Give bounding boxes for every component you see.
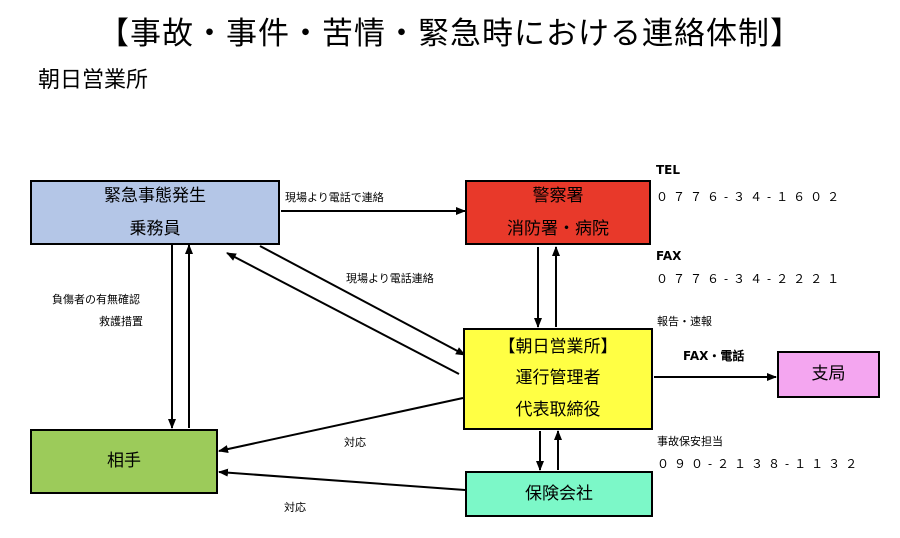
label-report: 報告・速報	[657, 315, 712, 328]
office-node-line1: 【朝日営業所】	[498, 336, 618, 357]
police-node-line2: 消防署・病院	[507, 218, 609, 239]
other-party-node: 相手	[30, 429, 218, 494]
office-node-line2: 運行管理者	[515, 368, 601, 389]
emergency-node-line2: 乗務員	[129, 218, 181, 239]
accident-contact-label: 事故保安担当	[657, 435, 723, 448]
label-rescue: 救護措置	[99, 315, 143, 328]
office-node-line3: 代表取締役	[515, 399, 601, 420]
emergency-node-line1: 緊急事態発生	[104, 186, 206, 207]
office-node: 【朝日営業所】 運行管理者 代表取締役	[463, 328, 653, 430]
arrow-office-to-emergency	[226, 252, 460, 375]
label-emergency-to-office: 現場より電話連絡	[346, 272, 434, 285]
arrow-insurance-to-party	[218, 468, 466, 491]
emergency-node: 緊急事態発生 乗務員	[30, 180, 280, 245]
fax-number: ０７７６-３４-２２２１	[656, 272, 845, 286]
branch-node: 支局	[777, 351, 880, 398]
accident-contact-number: ０９０-２１３８-１１３２	[657, 457, 863, 471]
office-name: 朝日営業所	[38, 68, 149, 93]
arrow-emergency-to-office	[259, 245, 466, 356]
tel-label: TEL	[656, 163, 681, 177]
label-office-to-party: 対応	[344, 436, 366, 449]
insurance-node-label: 保険会社	[525, 483, 593, 504]
tel-number: ０７７６-３４-１６０２	[656, 190, 845, 204]
branch-node-label: 支局	[811, 364, 846, 385]
police-node-line1: 警察署	[532, 186, 584, 207]
label-injury-check: 負傷者の有無確認	[52, 293, 140, 306]
page-title: 【事故・事件・苦情・緊急時における連絡体制】	[98, 16, 802, 52]
fax-label: FAX	[656, 249, 682, 263]
label-fax-phone: FAX・電話	[683, 349, 745, 363]
police-node: 警察署 消防署・病院	[465, 180, 651, 245]
arrow-office-to-party	[218, 397, 464, 453]
insurance-node: 保険会社	[465, 471, 653, 517]
label-insurance-to-party: 対応	[284, 501, 306, 514]
label-emergency-to-police: 現場より電話で連絡	[285, 191, 384, 204]
other-party-node-label: 相手	[107, 451, 141, 472]
